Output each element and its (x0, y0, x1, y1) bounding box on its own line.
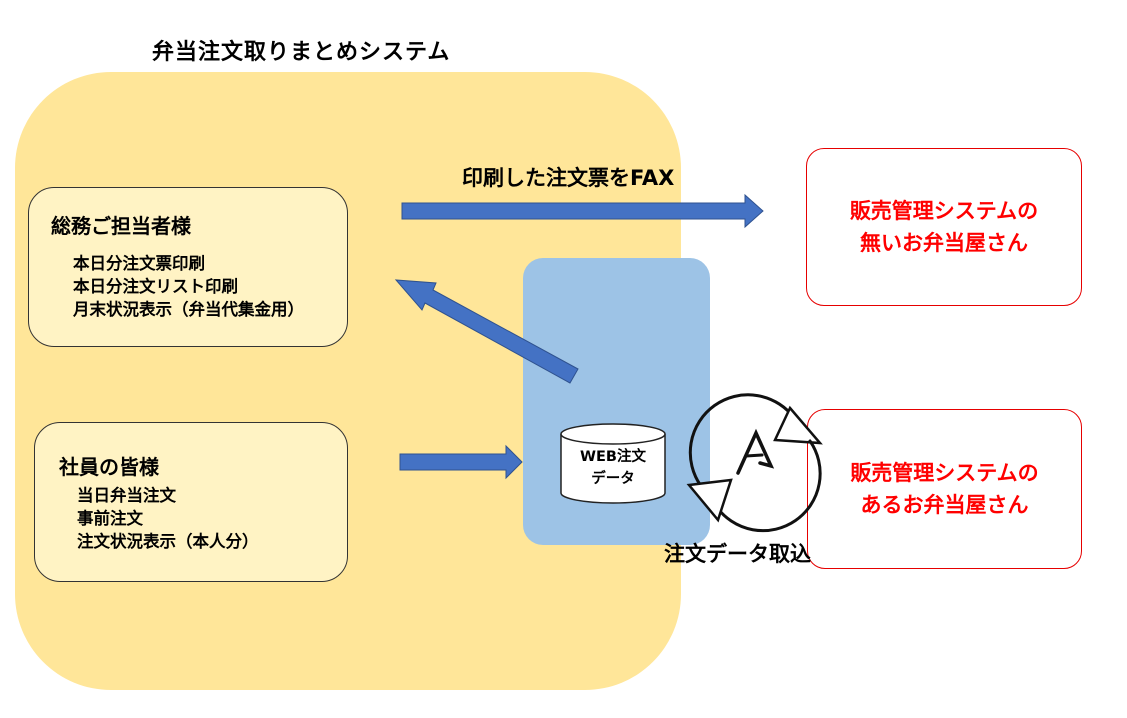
database-label-line2: データ (591, 469, 635, 487)
employees-box: 社員の皆様 当日弁当注文 事前注文 注文状況表示（本人分） (34, 422, 348, 582)
employees-functions: 当日弁当注文 事前注文 注文状況表示（本人分） (77, 484, 259, 553)
function-item: 月末状況表示（弁当代集金用） (73, 300, 304, 319)
general-affairs-functions: 本日分注文票印刷 本日分注文リスト印刷 月末状況表示（弁当代集金用） (73, 252, 304, 321)
fax-arrow (401, 193, 764, 229)
diagram-title: 弁当注文取りまとめシステム (152, 40, 451, 65)
general-affairs-title: 総務ご担当者様 (51, 214, 191, 238)
shop-with-system-line2: あるお弁当屋さん (860, 493, 1029, 517)
fax-arrow-label: 印刷した注文票をFAX (462, 166, 675, 190)
employees-title: 社員の皆様 (59, 455, 159, 479)
shop-without-system-line2: 無いお弁当屋さん (860, 231, 1028, 255)
shop-without-system-line1: 販売管理システムの (849, 199, 1039, 223)
general-affairs-box: 総務ご担当者様 本日分注文票印刷 本日分注文リスト印刷 月末状況表示（弁当代集金… (28, 187, 348, 347)
shop-without-system: 販売管理システムの 無いお弁当屋さん (806, 148, 1082, 306)
shop-with-system-line1: 販売管理システムの (850, 461, 1039, 485)
database-icon: WEB注文 データ (560, 423, 666, 504)
data-to-general-affairs-arrow (394, 279, 579, 384)
function-item: 注文状況表示（本人分） (77, 532, 259, 551)
function-item: 当日弁当注文 (77, 486, 176, 505)
function-item: 本日分注文リスト印刷 (73, 277, 238, 296)
function-item: 事前注文 (77, 509, 143, 528)
import-label: 注文データ取込 (664, 542, 811, 566)
function-item: 本日分注文票印刷 (73, 254, 205, 273)
sync-cycle-icon (686, 393, 823, 533)
shop-with-system: 販売管理システムの あるお弁当屋さん (807, 409, 1082, 569)
database-label-line1: WEB注文 (580, 447, 646, 465)
employees-to-data-arrow (399, 444, 523, 480)
